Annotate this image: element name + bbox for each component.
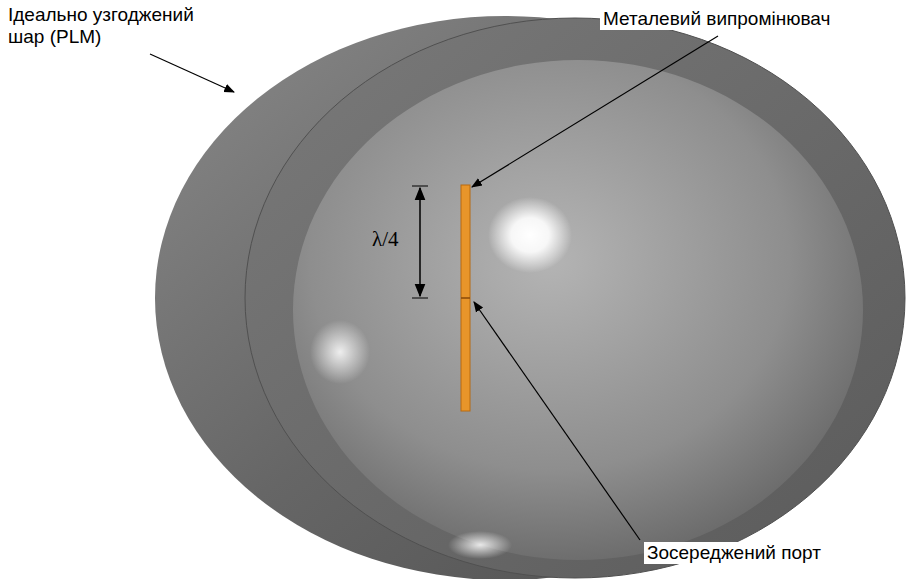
dimension-tick bbox=[412, 298, 428, 299]
dimension-tick bbox=[412, 186, 428, 187]
shell-rim bbox=[245, 18, 905, 578]
radiator-label: Металевий випромінювач bbox=[600, 8, 833, 30]
port-gap bbox=[461, 297, 470, 299]
leader-arrow bbox=[150, 54, 234, 92]
highlight bbox=[448, 531, 512, 559]
leader-arrow bbox=[472, 36, 718, 187]
metal-radiator bbox=[461, 185, 470, 411]
layer-label: Ідеально узгоджений шар (PLM) bbox=[8, 4, 208, 48]
highlight bbox=[310, 320, 370, 384]
dimension-line bbox=[419, 188, 421, 296]
port-label: Зосереджений порт bbox=[644, 542, 824, 564]
dimension-label: λ/4 bbox=[372, 228, 399, 250]
leader-arrow bbox=[474, 302, 640, 540]
highlight bbox=[488, 197, 572, 273]
shell-inner bbox=[293, 60, 863, 560]
